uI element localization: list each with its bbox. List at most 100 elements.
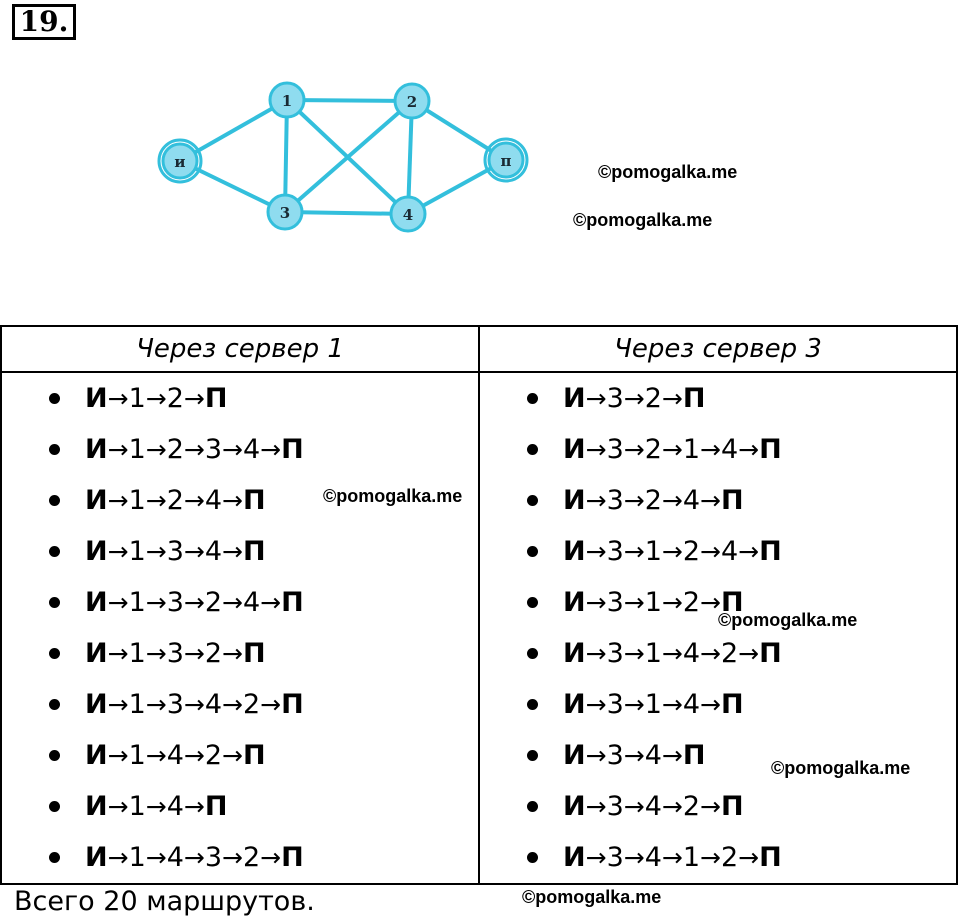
graph-node-label: 4 [403,206,413,224]
route-start: И [563,689,586,720]
route-node: 4 [242,587,261,618]
route-start: И [563,434,586,465]
route-node: 3 [166,638,184,669]
route-node: 3 [606,740,624,771]
route-item: И→3→4→П [480,730,956,781]
arrow: → [145,537,167,566]
route-item: И→3→2→1→4→П [480,424,956,475]
arrow: → [260,843,282,872]
arrow: → [738,537,760,566]
arrow: → [145,639,167,668]
arrow: → [107,792,129,821]
route-node: 4 [682,689,701,720]
arrow: → [700,486,721,515]
arrow: → [183,639,205,668]
route-node: 3 [606,485,624,516]
route-node: 2 [682,791,701,822]
route-start: И [563,740,586,771]
arrow: → [222,588,243,617]
arrow: → [700,537,721,566]
route-item: И→3→1→4→П [480,679,956,730]
route-node: 2 [644,383,662,414]
graph-edge [283,99,414,214]
arrow: → [222,690,243,719]
route-end: П [204,383,228,414]
arrow: → [183,690,205,719]
route-node: 4 [644,740,662,771]
arrow: → [107,843,129,872]
arrow: → [700,792,721,821]
route-item: И→3→4→1→2→П [480,832,956,883]
route-start: И [85,434,108,465]
arrow: → [145,792,167,821]
graph-node-label: 2 [407,93,417,111]
graph-edge [283,99,289,213]
graph-edge [179,159,286,214]
route-node: 1 [128,689,146,720]
route-node: 4 [204,485,223,516]
arrow: → [661,537,683,566]
arrow: → [700,588,721,617]
route-node: 1 [128,842,146,873]
arrow: → [700,435,721,464]
route-end: П [281,842,304,873]
arrow: → [260,588,282,617]
route-node: 3 [606,587,624,618]
route-node: 3 [606,638,624,669]
graph-node-label: 1 [282,92,292,110]
route-item: И→3→4→2→П [480,781,956,832]
route-node: 1 [644,638,662,669]
route-node: 1 [128,638,146,669]
arrow: → [623,537,645,566]
arrow: → [585,588,607,617]
arrow: → [183,537,205,566]
arrow: → [738,435,760,464]
graph-edge [286,98,413,103]
route-end: П [242,536,266,567]
route-start: И [85,842,108,873]
arrow: → [623,384,645,413]
arrow: → [183,384,205,413]
arrow: → [661,588,683,617]
route-node: 3 [606,842,624,873]
route-start: И [563,791,586,822]
total-routes: Всего 20 маршрутов. [14,886,315,917]
column-header-server-3: Через сервер 3 [478,325,958,373]
route-node: 1 [128,791,146,822]
route-node: 1 [682,434,701,465]
route-end: П [281,434,304,465]
arrow: → [661,384,683,413]
arrow: → [585,792,607,821]
route-start: И [563,587,586,618]
arrow: → [145,588,167,617]
graph-node: п [483,137,529,183]
watermark: ©pomogalka.me [598,162,738,182]
route-item: И→1→2→4→П [2,475,478,526]
arrow: → [623,843,645,872]
route-start: И [563,842,586,873]
arrow: → [107,588,129,617]
graph-node-label: и [174,153,185,171]
graph-edge [407,158,507,216]
arrow: → [183,588,205,617]
route-end: П [281,689,304,720]
arrow: → [661,741,683,770]
arrow: → [145,741,167,770]
arrow: → [107,435,129,464]
route-node: 3 [204,842,223,873]
route-node: 1 [128,740,146,771]
route-start: И [563,383,586,414]
route-node: 1 [644,587,662,618]
watermark: ©pomogalka.me [522,887,662,907]
graph-node: и [157,138,203,184]
arrow: → [222,843,243,872]
route-start: И [85,536,108,567]
arrow: → [585,435,607,464]
route-end: П [759,434,782,465]
route-node: 1 [128,383,146,414]
route-node: 4 [242,434,261,465]
